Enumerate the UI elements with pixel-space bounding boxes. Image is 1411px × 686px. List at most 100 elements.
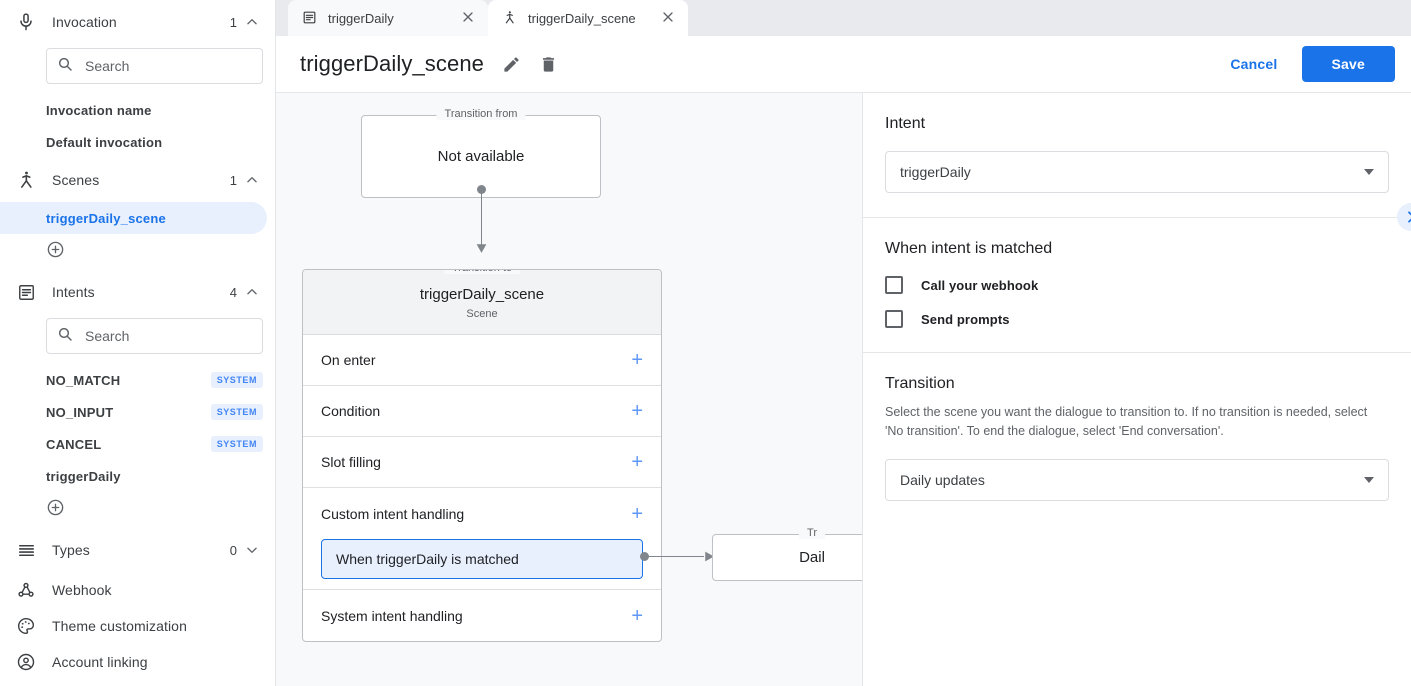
scene-row-label: On enter: [321, 352, 376, 368]
sidebar-group-intents[interactable]: Intents 4: [0, 270, 275, 314]
handler-connector-line: [645, 556, 704, 557]
tab-triggerdaily-scene[interactable]: triggerDaily_scene: [488, 0, 688, 36]
scene-row-condition[interactable]: Condition +: [303, 386, 661, 437]
add-system-intent-handling-button[interactable]: +: [631, 604, 643, 627]
sidebar-group-count: 1: [229, 172, 237, 188]
sidebar-item-cancel[interactable]: CANCEL SYSTEM: [0, 428, 275, 460]
sidebar-item-label: NO_MATCH: [46, 372, 121, 388]
sidebar-item-no-input[interactable]: NO_INPUT SYSTEM: [0, 396, 275, 428]
intents-search-input[interactable]: [83, 327, 252, 345]
sidebar-item-label: Webhook: [52, 582, 112, 598]
scene-row-label: Slot filling: [321, 454, 381, 470]
sidebar-item-backend-services[interactable]: Backend services: [0, 680, 275, 686]
sidebar-group-types[interactable]: Types 0: [0, 528, 275, 572]
sidebar-item-label: NO_INPUT: [46, 404, 114, 420]
sidebar-item-account-linking[interactable]: Account linking: [0, 644, 275, 680]
account-circle-icon: [14, 650, 38, 674]
tab-triggerdaily[interactable]: triggerDaily: [288, 0, 488, 36]
add-intent-button[interactable]: [0, 492, 275, 528]
palette-icon: [14, 614, 38, 638]
sidebar-item-triggerdaily-scene[interactable]: triggerDaily_scene: [0, 202, 267, 234]
sidebar-item-invocation-name[interactable]: Invocation name: [0, 94, 275, 126]
sidebar-item-label: Invocation name: [46, 102, 152, 118]
chevron-up-icon[interactable]: [245, 173, 259, 187]
intent-select[interactable]: triggerDaily: [885, 151, 1389, 193]
cancel-button[interactable]: Cancel: [1218, 47, 1289, 81]
transition-to-legend: Transition to: [443, 270, 521, 274]
chevron-up-icon[interactable]: [245, 285, 259, 299]
add-scene-button[interactable]: [0, 234, 275, 270]
sidebar-group-label: Types: [52, 542, 90, 558]
tab-bar: triggerDaily triggerDaily_scene: [276, 0, 1411, 36]
transition-select[interactable]: Daily updates: [885, 458, 1389, 501]
intent-handler-chip[interactable]: When triggerDaily is matched: [321, 539, 643, 579]
scene-subtitle: Scene: [466, 308, 498, 320]
custom-intent-handler-wrap: When triggerDaily is matched: [303, 539, 661, 590]
intents-search-box[interactable]: [46, 318, 263, 354]
sidebar-group-count: 1: [229, 14, 237, 30]
add-slot-filling-button[interactable]: +: [631, 451, 643, 473]
sidebar-group-label: Scenes: [52, 172, 100, 188]
close-icon[interactable]: [460, 9, 478, 27]
sidebar-item-label: triggerDaily_scene: [46, 210, 166, 226]
when-intent-matched-section: When intent is matched Call your webhook…: [863, 218, 1411, 353]
scene-row-label: Custom intent handling: [321, 505, 465, 522]
add-custom-intent-handling-button[interactable]: +: [631, 502, 643, 525]
save-button[interactable]: Save: [1301, 46, 1395, 82]
sidebar-item-triggerdaily[interactable]: triggerDaily: [0, 460, 275, 492]
send-prompts-label: Send prompts: [921, 311, 1010, 327]
close-icon[interactable]: [660, 9, 678, 27]
chevron-up-icon[interactable]: [245, 15, 259, 29]
add-condition-button[interactable]: +: [631, 400, 643, 422]
sidebar-item-default-invocation[interactable]: Default invocation: [0, 126, 275, 158]
invocation-search-input[interactable]: [83, 57, 252, 75]
scene-icon: [502, 10, 518, 26]
sidebar: Invocation 1 Invocation name Default inv…: [0, 0, 276, 686]
transition-from-value: Not available: [437, 148, 525, 165]
send-prompts-checkbox[interactable]: [885, 310, 903, 328]
plus-circle-icon: [46, 498, 65, 522]
sidebar-group-count: 4: [229, 284, 237, 300]
scene-card[interactable]: Transition to triggerDaily_scene Scene O…: [302, 269, 662, 642]
trash-icon[interactable]: [539, 55, 558, 74]
page-header: triggerDaily_scene Cancel Save: [276, 36, 1411, 93]
search-icon: [57, 326, 73, 347]
scene-row-custom-intent-handling[interactable]: Custom intent handling +: [303, 488, 661, 539]
scene-row-system-intent-handling[interactable]: System intent handling +: [303, 590, 661, 641]
handler-connector-dot: [640, 552, 649, 561]
connector-line: [481, 190, 482, 248]
scene-row-on-enter[interactable]: On enter +: [303, 335, 661, 386]
sidebar-item-label: Default invocation: [46, 134, 163, 150]
scene-row-slot-filling[interactable]: Slot filling +: [303, 437, 661, 488]
scene-name: triggerDaily_scene: [419, 286, 545, 303]
chevron-down-icon[interactable]: [245, 543, 259, 557]
transition-from-card[interactable]: Transition from Not available: [361, 108, 601, 198]
call-your-webhook-checkbox[interactable]: [885, 276, 903, 294]
scene-flow-canvas[interactable]: Transition from Not available Transition…: [276, 93, 862, 686]
status-badge: SYSTEM: [210, 372, 263, 388]
send-prompts-row[interactable]: Send prompts: [885, 310, 1389, 328]
transition-from-legend: Transition from: [436, 108, 526, 120]
sidebar-group-invocation[interactable]: Invocation 1: [0, 0, 275, 44]
sidebar-item-webhook[interactable]: Webhook: [0, 572, 275, 608]
scene-row-label: System intent handling: [321, 607, 463, 624]
sidebar-item-no-match[interactable]: NO_MATCH SYSTEM: [0, 364, 275, 396]
add-on-enter-button[interactable]: +: [631, 349, 643, 371]
scene-card-header: triggerDaily_scene Scene: [303, 270, 661, 335]
call-your-webhook-row[interactable]: Call your webhook: [885, 276, 1389, 294]
chevron-down-icon: [1364, 476, 1374, 483]
transition-target-card[interactable]: Tr Dail: [712, 527, 862, 581]
main-area: triggerDaily triggerDaily_scene: [276, 0, 1411, 686]
body-row: Transition from Not available Transition…: [276, 93, 1411, 686]
webhook-icon: [14, 578, 38, 602]
sidebar-item-theme-customization[interactable]: Theme customization: [0, 608, 275, 644]
sidebar-group-scenes[interactable]: Scenes 1: [0, 158, 275, 202]
invocation-search-box[interactable]: [46, 48, 263, 84]
connector-dot: [477, 185, 486, 194]
tab-label: triggerDaily: [328, 10, 394, 26]
intents-icon: [302, 10, 318, 26]
status-badge: SYSTEM: [210, 436, 263, 452]
pencil-icon[interactable]: [502, 55, 521, 74]
when-intent-matched-title: When intent is matched: [885, 240, 1053, 257]
